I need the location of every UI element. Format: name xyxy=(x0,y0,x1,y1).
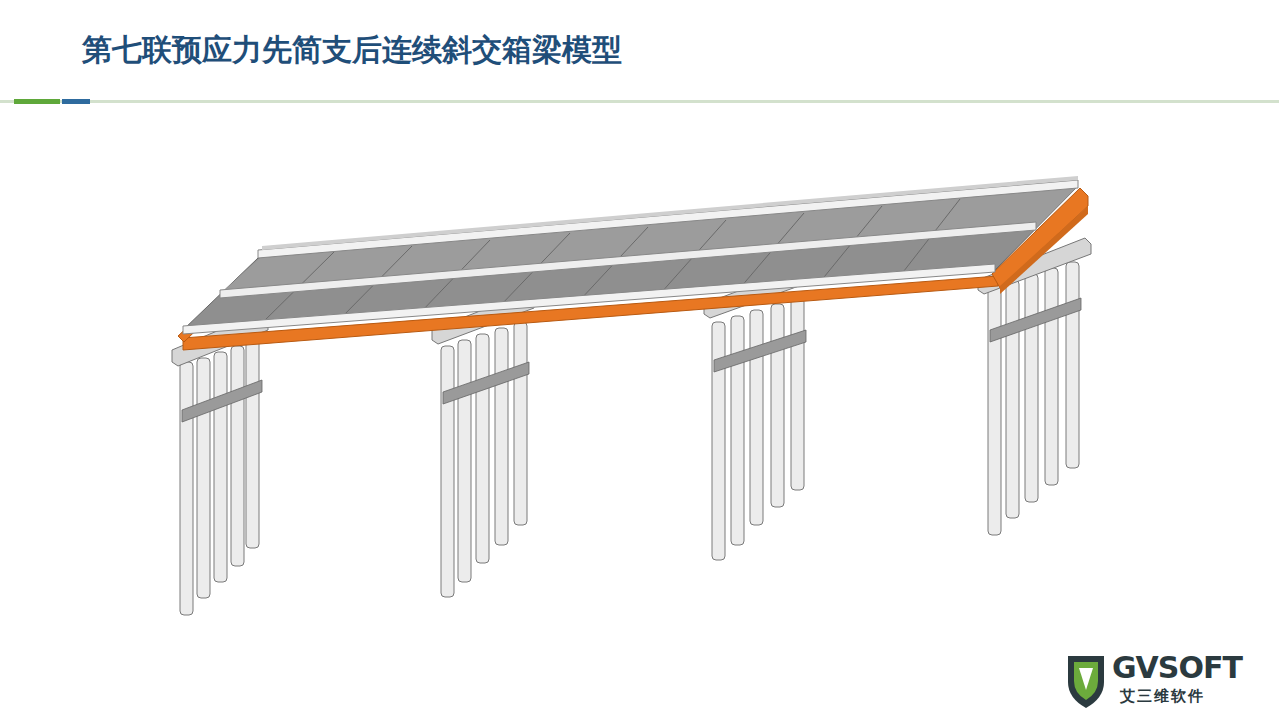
header-accent xyxy=(14,99,60,104)
header-rule xyxy=(0,100,1279,103)
slide-title: 第七联预应力先简支后连续斜交箱梁模型 xyxy=(82,30,622,71)
logo-shield xyxy=(1068,656,1104,708)
logo-subtext: 艾三维软件 xyxy=(1120,687,1205,706)
box-girder-deck xyxy=(178,176,1088,350)
logo-text: GVSOFT xyxy=(1112,650,1242,685)
header-accent xyxy=(62,99,90,104)
